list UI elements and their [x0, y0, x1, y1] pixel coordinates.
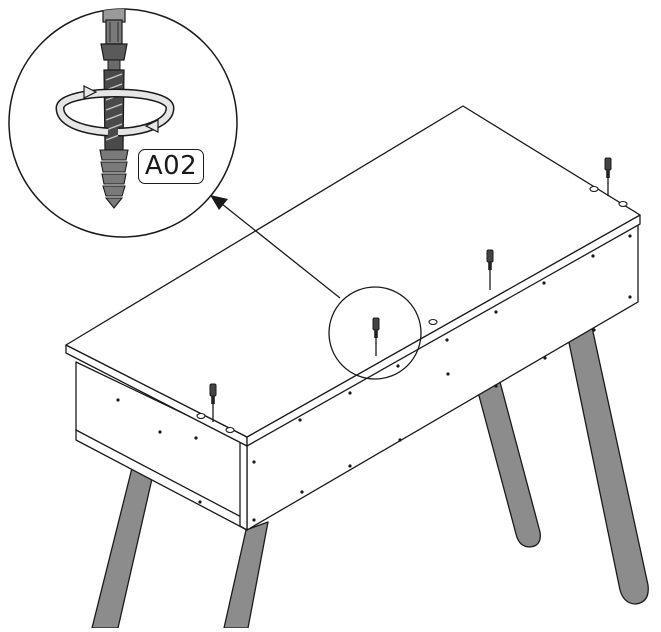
part-label: A02	[138, 149, 204, 184]
screw-icon	[604, 157, 612, 196]
rotation-arrow-icon	[55, 85, 175, 137]
highlight-circle	[328, 286, 422, 380]
panel-holes	[116, 234, 632, 522]
top-holes	[196, 185, 628, 434]
leg-front-left	[91, 467, 155, 629]
detail-magnifier	[8, 8, 238, 238]
screw-icon	[372, 317, 380, 356]
leg-back-middle	[477, 381, 541, 548]
cabinet-body	[75, 224, 639, 531]
screw-icon	[486, 249, 494, 290]
table-top	[65, 105, 641, 447]
direction-arrow-icon	[210, 195, 341, 299]
screws-on-top	[209, 157, 612, 422]
top-surface	[65, 105, 641, 438]
front-panel-edge	[239, 440, 248, 531]
leg-back-right	[565, 317, 649, 605]
leg-front-right	[223, 521, 269, 629]
screw-icon	[209, 383, 217, 422]
